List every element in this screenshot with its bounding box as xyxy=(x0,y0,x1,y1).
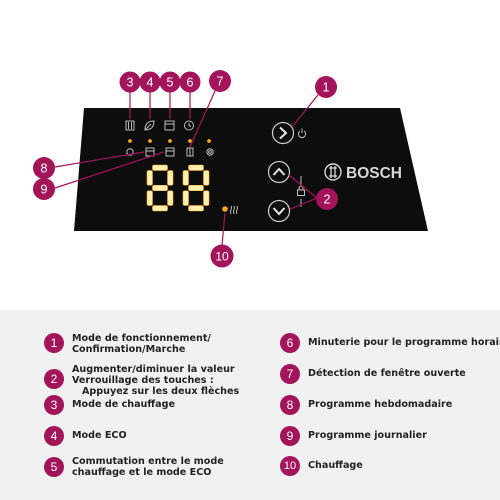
led-timer xyxy=(188,139,192,143)
legend-badge: 10 xyxy=(280,456,300,476)
svg-text:5: 5 xyxy=(167,76,174,90)
eco-leaf-icon xyxy=(144,120,155,131)
segment-d xyxy=(188,205,204,212)
legend-text: Minuterie pour le programme horaire xyxy=(308,337,500,348)
segment-g xyxy=(152,184,168,192)
right-chevron-button[interactable] xyxy=(271,121,295,145)
legend-badge: 8 xyxy=(280,395,300,415)
segment-e xyxy=(182,190,189,206)
segment-b xyxy=(203,170,210,186)
svg-text:10: 10 xyxy=(215,250,229,264)
legend-text: Augmenter/diminuer la valeur Verrouillag… xyxy=(72,364,240,397)
callout-2: 2 xyxy=(316,188,338,210)
seven-segment-display xyxy=(146,164,210,212)
legend-item-1: 1 Mode de fonctionnement/ Confirmation/M… xyxy=(44,333,211,355)
callout-1: 1 xyxy=(315,76,337,98)
callout-3: 3 xyxy=(119,71,141,93)
segment-b xyxy=(167,170,174,186)
bosch-wordmark: BOSCH xyxy=(346,165,402,182)
daily-calendar-icon xyxy=(165,147,175,157)
legend-badge: 1 xyxy=(44,333,64,353)
legend-text: Mode de chauffage xyxy=(72,399,176,410)
legend-text: Mode de fonctionnement/ Confirmation/Mar… xyxy=(72,333,211,355)
led-heating xyxy=(128,139,132,143)
segment-f xyxy=(146,170,153,186)
legend-badge: 5 xyxy=(44,457,64,477)
lock-icon xyxy=(297,185,305,196)
segment-a xyxy=(152,164,168,171)
legend-badge: 3 xyxy=(44,395,64,415)
legend-item-2: 2 Augmenter/diminuer la valeur Verrouill… xyxy=(44,364,239,397)
power-icon xyxy=(297,128,307,139)
svg-text:7: 7 xyxy=(217,75,224,89)
callout-6: 6 xyxy=(179,71,201,93)
legend-text: Chauffage xyxy=(308,460,363,471)
legend: 1 Mode de fonctionnement/ Confirmation/M… xyxy=(0,310,500,500)
legend-item-5: 5 Commutation entre le mode chauffage et… xyxy=(44,456,224,478)
sun-icon xyxy=(206,148,214,156)
svg-text:1: 1 xyxy=(323,81,330,95)
legend-item-9: 9 Programme journalier xyxy=(280,426,427,446)
bosch-logo: BOSCH xyxy=(324,163,402,182)
segment-a xyxy=(188,164,204,171)
svg-text:9: 9 xyxy=(41,183,48,197)
legend-badge: 7 xyxy=(280,364,300,384)
heating-led xyxy=(222,206,228,212)
svg-text:4: 4 xyxy=(147,76,154,90)
legend-item-10: 10 Chauffage xyxy=(280,456,363,476)
segment-e xyxy=(146,190,153,206)
control-panel-diagram: 88 BOSCH xyxy=(33,70,428,268)
legend-item-3: 3 Mode de chauffage xyxy=(44,395,175,415)
legend-badge: 9 xyxy=(280,426,300,446)
callout-leaders xyxy=(54,90,319,246)
callout-4: 4 xyxy=(139,71,161,93)
svg-text:3: 3 xyxy=(127,76,134,90)
legend-item-4: 4 Mode ECO xyxy=(44,426,127,446)
legend-text: Programme hebdomadaire xyxy=(308,399,453,410)
segment-f xyxy=(182,170,189,186)
callout-7: 7 xyxy=(209,70,231,92)
led-window xyxy=(207,139,211,143)
segment-g xyxy=(188,184,204,192)
heating-mode-icon xyxy=(125,120,135,131)
indicator-leds xyxy=(128,139,211,143)
window-icon xyxy=(186,147,194,157)
heating-waves-icon xyxy=(230,205,238,215)
legend-badge: 6 xyxy=(280,333,300,353)
legend-text: Détection de fenêtre ouverte xyxy=(308,368,466,379)
svg-text:2: 2 xyxy=(324,193,331,207)
led-eco xyxy=(148,139,152,143)
segment-c xyxy=(203,190,210,206)
legend-text: Commutation entre le mode chauffage et l… xyxy=(72,456,224,478)
callout-9: 9 xyxy=(33,178,55,200)
segment-c xyxy=(167,190,174,206)
svg-text:8: 8 xyxy=(41,162,48,176)
callout-5: 5 xyxy=(159,71,181,93)
control-panel xyxy=(74,108,428,231)
up-chevron-button[interactable] xyxy=(267,160,291,184)
legend-text: Mode ECO xyxy=(72,430,127,441)
legend-text: Programme journalier xyxy=(308,430,427,441)
timer-clock-icon xyxy=(184,120,194,131)
down-chevron-button[interactable] xyxy=(267,199,291,223)
callout-10: 10 xyxy=(210,244,234,268)
svg-text:6: 6 xyxy=(187,76,194,90)
legend-badge: 2 xyxy=(44,369,64,389)
timer-icon xyxy=(126,148,134,156)
callout-8: 8 xyxy=(33,157,55,179)
mode-switch-icon xyxy=(164,120,175,131)
legend-item-7: 7 Détection de fenêtre ouverte xyxy=(280,364,466,384)
led-switch xyxy=(168,139,172,143)
legend-item-8: 8 Programme hebdomadaire xyxy=(280,395,452,415)
segment-d xyxy=(152,205,168,212)
legend-badge: 4 xyxy=(44,426,64,446)
legend-item-6: 6 Minuterie pour le programme horaire xyxy=(280,333,500,353)
